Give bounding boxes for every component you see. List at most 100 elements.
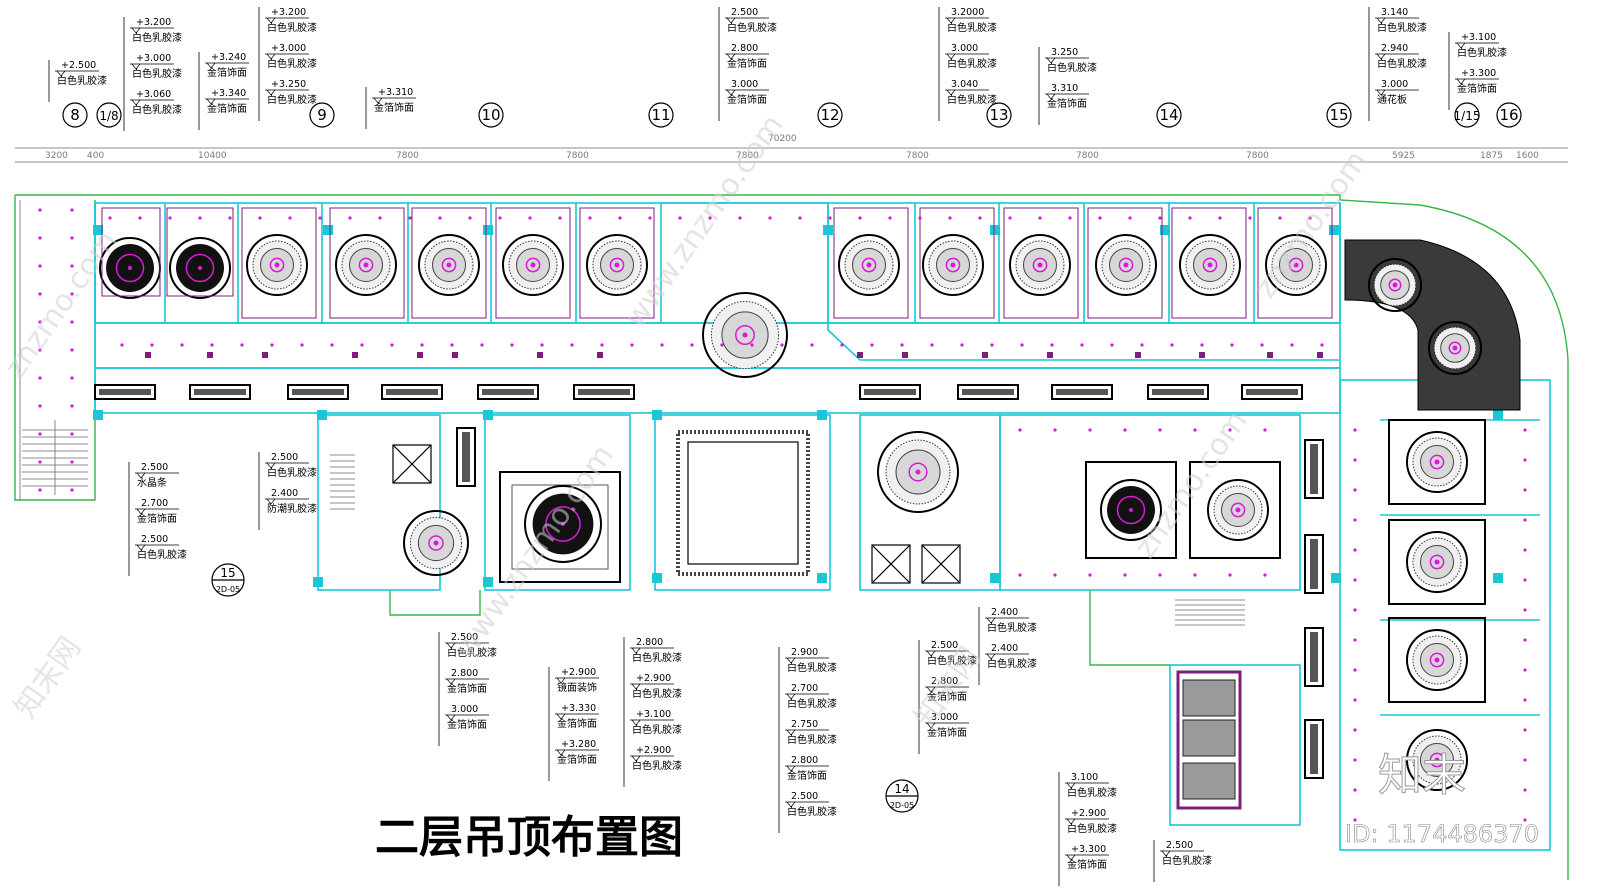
level-value: 2.400 bbox=[991, 607, 1018, 618]
svg-text:5925: 5925 bbox=[1392, 151, 1415, 161]
column bbox=[483, 225, 493, 235]
level-value: 2.800 bbox=[791, 755, 818, 766]
material-label: 金箔饰面 bbox=[927, 726, 967, 739]
material-label: 白色乳胶漆 bbox=[132, 31, 182, 44]
material-label: 金箔饰面 bbox=[1047, 97, 1087, 110]
lift-lobby bbox=[859, 414, 1001, 591]
material-label: 白色乳胶漆 bbox=[1457, 46, 1507, 59]
level-value: 3.250 bbox=[1051, 47, 1078, 58]
level-value: +3.300 bbox=[1071, 844, 1106, 855]
axis-bubble-8: 8 bbox=[62, 102, 88, 128]
column bbox=[817, 573, 827, 583]
level-value: 3.000 bbox=[931, 712, 958, 723]
material-label: 金箔饰面 bbox=[727, 57, 767, 70]
east-chandelier bbox=[1406, 531, 1468, 593]
material-label: 白色乳胶漆 bbox=[632, 723, 682, 736]
linear-vent bbox=[859, 384, 921, 400]
room-chandelier bbox=[99, 237, 161, 299]
svg-text:1/8: 1/8 bbox=[99, 109, 118, 123]
column bbox=[1329, 225, 1339, 235]
axis-bubble-16: 16 bbox=[1496, 102, 1522, 128]
level-value: 2.800 bbox=[636, 637, 663, 648]
material-label: 金箔饰面 bbox=[787, 769, 827, 782]
material-label: 白色乳胶漆 bbox=[1067, 786, 1117, 799]
level-value: 2.500 bbox=[731, 7, 758, 18]
material-label: 金箔饰面 bbox=[374, 101, 414, 114]
linear-vent bbox=[477, 384, 539, 400]
section-mark-15: 15 2D-05 bbox=[211, 563, 245, 597]
linear-vent bbox=[1051, 384, 1113, 400]
svg-text:1/15: 1/15 bbox=[1454, 109, 1481, 123]
level-value: 3.100 bbox=[1071, 772, 1098, 783]
material-label: 金箔饰面 bbox=[1457, 82, 1497, 95]
material-label: 白色乳胶漆 bbox=[787, 733, 837, 746]
material-label: 白色乳胶漆 bbox=[267, 466, 317, 479]
axis-bubble-1-8: 1/8 bbox=[96, 102, 122, 128]
level-value: +3.060 bbox=[136, 89, 171, 100]
room-chandelier bbox=[586, 234, 648, 296]
material-label: 白色乳胶漆 bbox=[137, 548, 187, 561]
column bbox=[1493, 573, 1503, 583]
material-label: 镜面装饰 bbox=[557, 681, 597, 694]
material-label: 金箔饰面 bbox=[207, 102, 247, 115]
material-label: 白色乳胶漆 bbox=[947, 93, 997, 106]
level-value: +3.200 bbox=[271, 7, 306, 18]
svg-text:1875: 1875 bbox=[1480, 151, 1503, 161]
lobby-chandelier bbox=[877, 431, 959, 513]
column bbox=[483, 577, 493, 587]
vip-chandelier bbox=[1207, 479, 1269, 541]
axis-bubble-13: 13 bbox=[986, 102, 1012, 128]
material-label: 白色乳胶漆 bbox=[57, 74, 107, 87]
linear-vent bbox=[1304, 439, 1324, 499]
axis-bubble-12: 12 bbox=[817, 102, 843, 128]
vip-chandelier bbox=[524, 485, 602, 563]
ceiling-panel bbox=[1003, 207, 1079, 319]
vip-ceiling-frame bbox=[1189, 461, 1281, 559]
level-value: +3.280 bbox=[561, 739, 596, 750]
level-value: 2.940 bbox=[1381, 43, 1408, 54]
column bbox=[93, 410, 103, 420]
material-label: 金箔饰面 bbox=[207, 66, 247, 79]
level-value: +2.900 bbox=[636, 745, 671, 756]
material-label: 白色乳胶漆 bbox=[727, 21, 777, 34]
left-stair bbox=[22, 420, 88, 495]
material-label: 金箔饰面 bbox=[1067, 858, 1107, 871]
axis-bubble-11: 11 bbox=[648, 102, 674, 128]
column bbox=[1493, 410, 1503, 420]
east-ceiling-frame bbox=[1388, 419, 1486, 505]
column bbox=[652, 573, 662, 583]
svg-text:7800: 7800 bbox=[1246, 151, 1269, 161]
level-value: 2.750 bbox=[791, 719, 818, 730]
level-value: 3.2000 bbox=[951, 7, 984, 18]
elevator-shaft bbox=[921, 544, 961, 584]
material-label: 金箔饰面 bbox=[447, 682, 487, 695]
atrium-void bbox=[654, 414, 831, 591]
column bbox=[817, 410, 827, 420]
ceiling-panel bbox=[1087, 207, 1163, 319]
svg-text:10: 10 bbox=[481, 106, 500, 124]
linear-vent bbox=[573, 384, 635, 400]
level-value: +2.900 bbox=[636, 673, 671, 684]
column bbox=[1160, 225, 1170, 235]
level-value: 3.000 bbox=[951, 43, 978, 54]
linear-vent bbox=[94, 384, 156, 400]
ceiling-panel bbox=[579, 207, 655, 319]
room-chandelier bbox=[418, 234, 480, 296]
level-value: 2.800 bbox=[931, 676, 958, 687]
axis-bubble-14: 14 bbox=[1156, 102, 1182, 128]
room-chandelier bbox=[838, 234, 900, 296]
svg-text:2D-05: 2D-05 bbox=[890, 801, 914, 810]
room-chandelier bbox=[169, 237, 231, 299]
axis-bubble-15: 15 bbox=[1326, 102, 1352, 128]
level-value: +3.240 bbox=[211, 52, 246, 63]
